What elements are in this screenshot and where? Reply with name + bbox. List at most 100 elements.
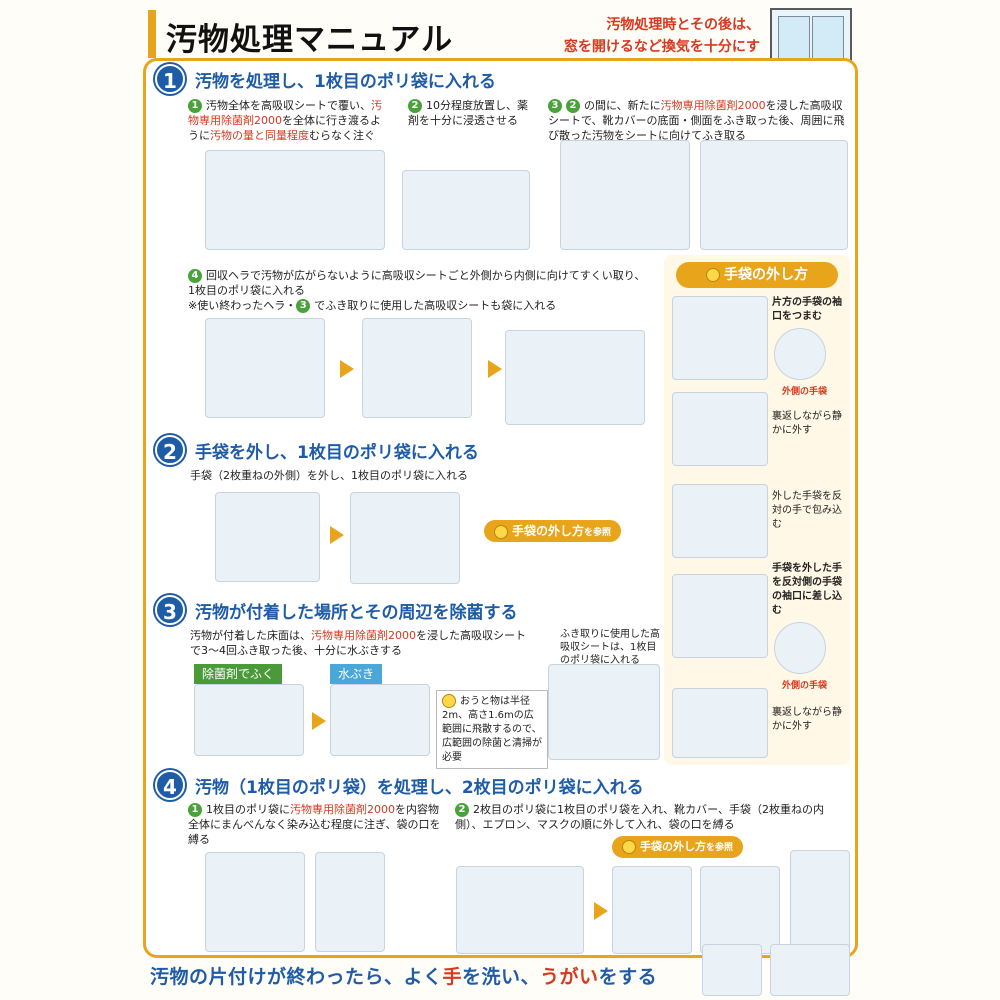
lightbulb-icon — [706, 268, 720, 282]
window-illustration — [770, 8, 852, 72]
section-2-heading: 2 手袋を外し、1枚目のポリ袋に入れる — [155, 435, 479, 465]
step-text: 10分程度放置し、薬剤を十分に浸透させる — [408, 99, 528, 127]
illus-sheet-into-bag — [548, 664, 660, 760]
section-1-title: 汚物を処理し、1枚目のポリ袋に入れる — [195, 71, 496, 92]
section-1-heading: 1 汚物を処理し、1枚目のポリ袋に入れる — [155, 64, 496, 94]
step-number: 1 — [188, 803, 202, 817]
section-3-text: 汚物が付着した床面は、汚物専用除菌剤2000を浸した高吸収シートで3〜4回ふき取… — [190, 628, 530, 658]
window-pane-right — [812, 16, 844, 64]
illus-pinch-cuff — [672, 296, 768, 380]
sidebar-title: 手袋の外し方 — [676, 262, 838, 288]
outer-glove-label-2: 外側の手袋 — [782, 681, 828, 691]
reminder-highlight: 手 — [442, 966, 463, 988]
reminder-highlight: うがい — [540, 966, 599, 988]
section-4-title: 汚物（1枚目のポリ袋）を処理し、2枚目のポリ袋に入れる — [195, 777, 644, 798]
illus-tie-bag — [315, 852, 385, 952]
section-3-bag-note: ふき取りに使用した高吸収シートは、1枚目のポリ袋に入れる — [560, 629, 660, 666]
lightbulb-icon — [442, 694, 456, 708]
sidebar-title-text: 手袋の外し方 — [724, 267, 808, 283]
step-number: 4 — [188, 269, 202, 283]
sidebar-step-2: 裏返しながら静かに外す — [772, 411, 842, 436]
chip-label: 手袋の外し方 — [512, 524, 585, 538]
illus-bag-into-second-bag — [456, 866, 584, 954]
illus-sanitize-wipe — [194, 684, 304, 756]
sanitize-wipe-tag: 除菌剤でふく — [194, 664, 283, 684]
outer-glove-label-1: 外側の手袋 — [782, 387, 828, 397]
section-4-heading: 4 汚物（1枚目のポリ袋）を処理し、2枚目のポリ袋に入れる — [155, 770, 644, 800]
sidebar-step-3: 外した手袋を反対の手で包み込む — [772, 491, 842, 530]
glove-method-ref-chip-2: 手袋の外し方を参照 — [612, 836, 744, 858]
sidebar-step-1: 片方の手袋の袖口をつまむ — [772, 297, 842, 322]
arrow-icon — [488, 360, 502, 378]
step-text: 汚物全体を高吸収シートで覆い、 — [206, 99, 371, 112]
page-title: 汚物処理マニュアル — [166, 22, 454, 58]
dosage-text: 汚物の量と同量程度 — [210, 129, 309, 142]
chip-suffix: を参照 — [584, 528, 612, 538]
lightbulb-icon — [622, 840, 636, 854]
illus-water-wipe — [330, 684, 430, 756]
step-note: ※使い終わったヘラ・ — [188, 299, 297, 312]
step-text: 汚物が付着した床面は、 — [190, 629, 311, 642]
lightbulb-icon — [494, 524, 508, 539]
illus-turn-inside-out — [672, 392, 768, 466]
illus-tie-second-bag — [790, 850, 850, 954]
step-note: でふき取りに使用した高吸収シートも袋に入れる — [314, 299, 557, 312]
illus-wrap-glove — [672, 484, 768, 558]
step-text: を内容物全体にまんべんなく染み込む程度に注ぎ、袋の口を縛る — [188, 803, 441, 846]
step-text: 2枚目のポリ袋に1枚目のポリ袋を入れ、靴カバー、手袋（2枚重ねの内側）、エプロン… — [455, 803, 824, 831]
illus-insert-finger — [672, 574, 768, 658]
sidebar-step-5: 裏返しながら静かに外す — [772, 707, 842, 732]
illus-pour-sanitizer — [205, 852, 305, 952]
section-2-text: 手袋（2枚重ねの外側）を外し、1枚目のポリ袋に入れる — [190, 469, 468, 482]
step-number: 2 — [408, 99, 422, 113]
arrow-icon — [312, 712, 326, 730]
arrow-icon — [340, 360, 354, 378]
illus-bag-contents — [505, 330, 645, 425]
step-text: 1枚目のポリ袋に — [206, 803, 290, 816]
illus-wipe-shoes — [560, 140, 690, 250]
section-3-title: 汚物が付着した場所とその周辺を除菌する — [195, 602, 518, 623]
handwash-reminder: 汚物の片付けが終わったら、よく手を洗い、うがいをする — [150, 962, 657, 989]
illus-gargle — [770, 944, 850, 996]
step-ref-number: 3 — [296, 299, 311, 313]
illus-remove-glove — [215, 492, 320, 582]
section-3-heading: 3 汚物が付着した場所とその周辺を除菌する — [155, 595, 518, 625]
illus-wipe-surroundings — [700, 140, 848, 250]
chip-suffix: を参照 — [706, 843, 734, 853]
illus-cuff-zoom — [774, 328, 826, 380]
glove-method-ref-chip: 手袋の外し方を参照 — [484, 520, 622, 542]
section-1-number: 1 — [155, 64, 185, 94]
step-text: 回収ヘラで汚物が広がらないように高吸収シートごと外側から内側に向けてすくい取り、… — [188, 269, 646, 297]
illus-cover-sheet — [205, 150, 385, 250]
illus-scoop — [205, 318, 325, 418]
product-name: 汚物専用除菌剤2000 — [660, 99, 766, 112]
ventilation-line-1: 汚物処理時とその後は、 — [606, 17, 760, 33]
illus-gear-into-bag — [700, 866, 780, 954]
step-number: 1 — [188, 99, 202, 113]
reminder-text: をする — [598, 966, 658, 988]
reminder-text: を洗い、 — [462, 966, 541, 988]
illus-soak — [402, 170, 530, 250]
illus-glove-into-bag — [350, 492, 460, 584]
product-name: 汚物専用除菌剤2000 — [290, 803, 395, 816]
step-text: を浸した高吸収シートで、靴カバーの底面・側面をふき取った後、周囲に飛び散った汚物… — [548, 99, 845, 142]
arrow-icon — [594, 902, 608, 920]
reminder-text: 汚物の片付けが終わったら、よく — [150, 966, 443, 988]
step-text: の間に、新たに — [584, 99, 661, 112]
illus-remove-second-glove — [672, 688, 768, 758]
note-text: おうと物は半径2m、高さ1.6mの広範囲に飛散するので、広範囲の除菌と清掃が必要 — [442, 696, 542, 763]
sidebar-step-4: 手袋を外した手を反対側の手袋の袖口に差し込む — [772, 563, 842, 616]
spray-range-note: おうと物は半径2m、高さ1.6mの広範囲に飛散するので、広範囲の除菌と清掃が必要 — [436, 690, 548, 769]
section-2-title: 手袋を外し、1枚目のポリ袋に入れる — [195, 442, 479, 463]
illus-handwash — [702, 944, 762, 996]
section-4-number: 4 — [155, 770, 185, 800]
illus-cuff-zoom-2 — [774, 622, 826, 674]
product-name: 汚物専用除菌剤2000 — [311, 629, 416, 642]
arrow-icon — [330, 526, 344, 544]
